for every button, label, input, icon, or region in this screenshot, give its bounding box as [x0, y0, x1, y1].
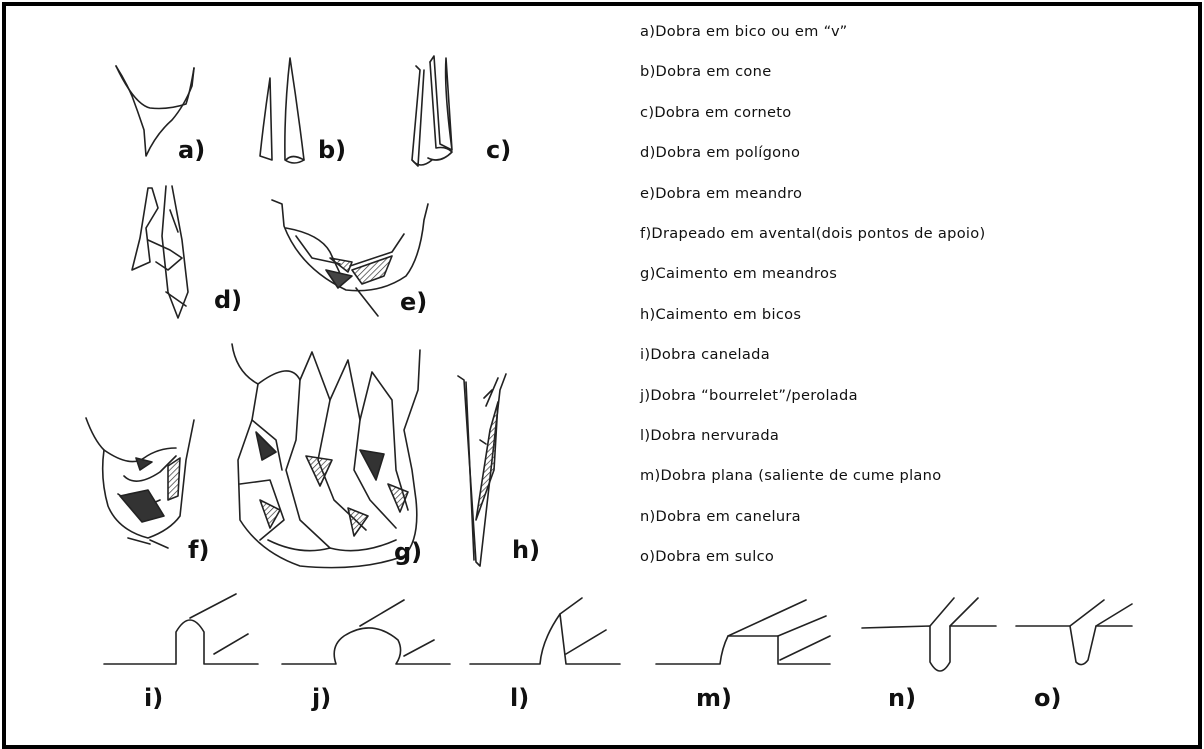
label-f: f) [188, 538, 209, 562]
legend-item-e: e)Dobra em meandro [640, 182, 986, 222]
legend-item-l: l)Dobra nervurada [640, 424, 986, 464]
fold-d-drawing [132, 186, 188, 318]
fold-h-drawing [458, 374, 506, 566]
legend-item-j: j)Dobra “bourrelet”/perolada [640, 384, 986, 424]
label-d: d) [214, 288, 242, 312]
label-h: h) [512, 538, 540, 562]
fold-b-drawing [260, 58, 304, 163]
legend-item-c: c)Dobra em corneto [640, 101, 986, 141]
legend-item-o: o)Dobra em sulco [640, 545, 986, 585]
label-e: e) [400, 290, 427, 314]
fold-legend: a)Dobra em bico ou em “v” b)Dobra em con… [640, 20, 986, 585]
label-m: m) [696, 686, 732, 710]
legend-item-h: h)Caimento em bicos [640, 303, 986, 343]
fold-g-drawing [232, 344, 420, 568]
label-c: c) [486, 138, 511, 162]
legend-item-g: g)Caimento em meandros [640, 262, 986, 302]
label-b: b) [318, 138, 346, 162]
legend-item-n: n)Dobra em canelura [640, 505, 986, 545]
legend-item-b: b)Dobra em cone [640, 60, 986, 100]
legend-item-i: i)Dobra canelada [640, 343, 986, 383]
label-i: i) [144, 686, 163, 710]
label-j: j) [312, 686, 331, 710]
legend-item-f: f)Drapeado em avental(dois pontos de apo… [640, 222, 986, 262]
label-g: g) [394, 540, 422, 564]
fold-m-drawing [656, 600, 830, 664]
label-n: n) [888, 686, 916, 710]
fold-o-drawing [1016, 600, 1132, 665]
fold-n-drawing [862, 598, 996, 671]
legend-item-m: m)Dobra plana (saliente de cume plano [640, 464, 986, 504]
fold-i-drawing [104, 594, 258, 664]
legend-item-a: a)Dobra em bico ou em “v” [640, 20, 986, 60]
fold-c-drawing [412, 56, 452, 166]
fold-l-drawing [470, 598, 620, 664]
fold-j-drawing [282, 600, 450, 664]
legend-item-d: d)Dobra em polígono [640, 141, 986, 181]
label-l: l) [510, 686, 529, 710]
fold-f-drawing [86, 418, 194, 548]
label-o: o) [1034, 686, 1061, 710]
label-a: a) [178, 138, 205, 162]
